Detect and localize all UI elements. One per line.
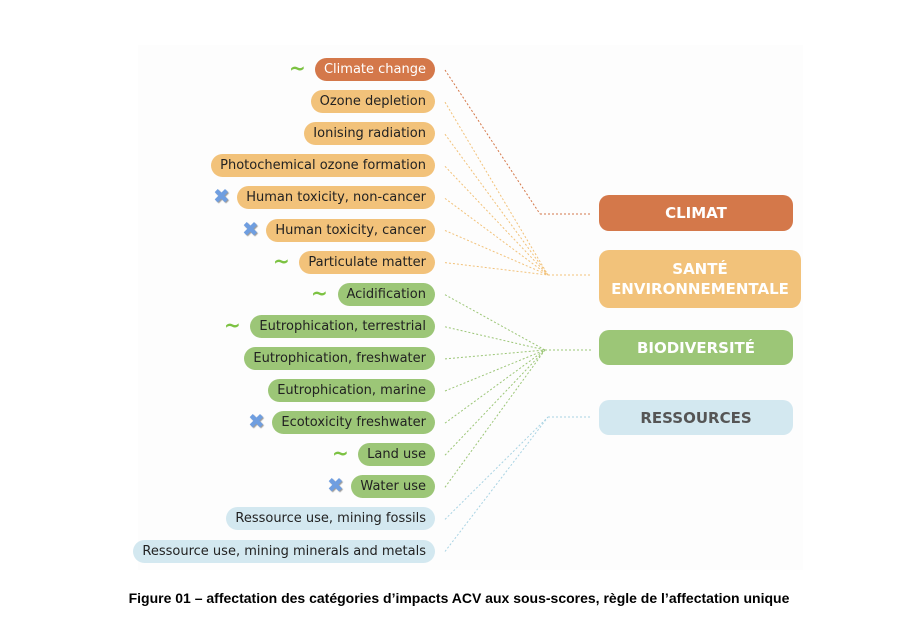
impact-category-pill: Land use [358,443,435,467]
connector-line [444,349,546,488]
impact-category-pill: Ressource use, mining minerals and metal… [133,539,435,563]
impact-category-pill: Particulate matter [299,250,435,274]
impact-category-pill: Ionising radiation [304,122,435,146]
impact-category-pill: Eutrophication, terrestrial [250,314,435,338]
impact-category-pill: Ozone depletion [310,90,435,114]
subscore-label: SANTÉ ENVIRONNEMENTALE [611,260,789,298]
connector-line [444,197,549,276]
tilde-icon: ~ [311,280,328,305]
impact-category-pill: Acidification [337,282,435,306]
tilde-icon: ~ [332,441,349,466]
impact-category-pill: Climate change [314,58,435,81]
impact-category-pill: Water use [351,475,435,499]
tilde-icon: ~ [224,312,241,337]
impact-category-pill: Ressource use, mining fossils [226,507,435,531]
connector-line [444,262,549,276]
tilde-icon: ~ [289,56,306,80]
connector-line [444,416,549,552]
subscore-label: BIODIVERSITÉ [636,338,756,357]
cross-icon: ✖ [248,409,265,434]
connector-line [444,133,549,276]
subscore-label: RESSOURCES [640,408,752,427]
subscore-sante: SANTÉ ENVIRONNEMENTALE [599,250,801,308]
connector-line [444,294,546,351]
subscore-ressources: RESSOURCES [599,400,793,435]
connector-line [444,349,546,424]
impact-category-pill: Photochemical ozone formation [211,154,435,178]
cross-icon: ✖ [242,216,259,241]
subscore-label: CLIMAT [665,204,727,222]
impact-category-pill: Human toxicity, non-cancer [237,186,435,210]
impact-category-pill: Eutrophication, marine [268,379,435,402]
tilde-icon: ~ [273,248,290,273]
connector-line [444,349,546,456]
impact-category-pill: Ecotoxicity freshwater [272,411,435,435]
impact-category-pill: Human toxicity, cancer [266,218,435,242]
impact-category-pill: Eutrophication, freshwater [244,346,435,370]
connector-line [444,416,549,520]
connector-line [444,101,549,276]
cross-icon: ✖ [327,473,344,498]
cross-icon: ✖ [213,184,230,209]
figure-caption: Figure 01 – affectation des catégories d… [128,590,790,606]
connector-line [444,69,541,215]
connector-line [444,349,546,360]
subscore-biodiversite: BIODIVERSITÉ [599,330,793,365]
connector-line [444,230,549,276]
connector-line [444,165,549,276]
connector-line [444,326,546,351]
subscore-climat: CLIMAT [599,195,793,231]
